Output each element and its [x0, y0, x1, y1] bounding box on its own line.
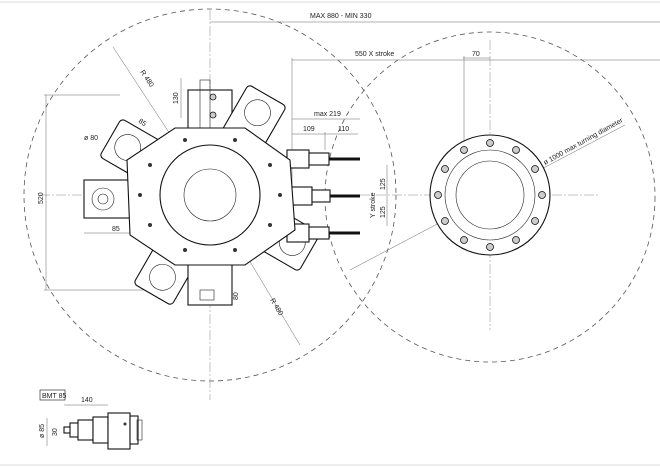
dim-max-min: MAX 880 - MIN 330 [310, 13, 372, 20]
bolt-hole [531, 165, 539, 173]
flange-inner [444, 149, 536, 241]
flange-bolt-holes [434, 139, 546, 251]
flange-bore [455, 160, 525, 230]
dim-r480-bottom: R 480 [268, 297, 284, 317]
dim-max-219: max 219 [314, 111, 341, 118]
dim-80-bottom: 80 [233, 292, 240, 300]
dim-130: 130 [173, 92, 180, 104]
dim-shank-30: 30 [52, 428, 59, 436]
bolt-hole [512, 236, 520, 244]
dim-110: 110 [338, 126, 349, 133]
bolt-hole [441, 217, 449, 225]
dim-109: 109 [303, 126, 315, 133]
bolt-hole [460, 146, 468, 154]
dim-dia-85: ø 85 [39, 424, 46, 438]
bmt-label-box [39, 389, 66, 401]
spindle-flange [429, 134, 551, 256]
dim-125-b: 125 [380, 206, 387, 218]
drill-holders-right [286, 149, 360, 243]
flange-outer [429, 134, 551, 256]
bolt-hole [531, 217, 539, 225]
dim-r480-top: R 480 [138, 69, 154, 88]
tool-holder-left [83, 179, 133, 219]
bmt85-detail: BMT 85 140 ø 85 30 [39, 389, 143, 450]
bolt-hole [434, 191, 442, 199]
dim-85-top: 85 [137, 118, 147, 128]
bolt-hole [486, 243, 494, 251]
dim-dia-80: ø 80 [84, 135, 98, 142]
bolt-hole [486, 139, 494, 147]
dim-x-stroke: 550 X stroke [355, 51, 394, 58]
turret [83, 79, 360, 306]
dim-turning-diameter: ø 1000 max turning diameter [543, 117, 625, 167]
bmt-label: BMT 85 [42, 393, 66, 400]
bolt-hole [460, 236, 468, 244]
dim-y-stroke: Y stroke [370, 192, 377, 218]
turret-disc [159, 144, 261, 246]
turning-diameter-circle [324, 31, 656, 363]
dim-520: 520 [38, 192, 45, 204]
dim-125-a: 125 [380, 178, 387, 190]
bolt-hole [441, 165, 449, 173]
turret-bore [183, 168, 237, 222]
bolt-hole [512, 146, 520, 154]
dim-140: 140 [81, 397, 93, 404]
bolt-hole [538, 191, 546, 199]
dim-85-left: 85 [112, 226, 120, 233]
dim-70: 70 [472, 51, 480, 58]
